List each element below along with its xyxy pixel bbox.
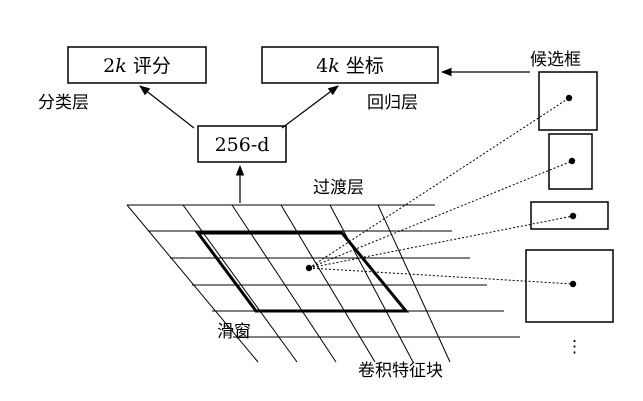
feature-vector-node: 256-d [197, 125, 287, 163]
arrow-to-cls [139, 85, 195, 129]
grid-col-2 [182, 204, 298, 363]
sliding-window [195, 231, 410, 313]
reg-coord-node: 4k 坐标 [261, 46, 439, 84]
grid-col-1 [126, 204, 259, 363]
conv-feature-map-label: 卷积特征块 [358, 361, 443, 381]
cls-score-box [67, 46, 207, 84]
reg-coord-box [261, 46, 439, 84]
anchor-box-3-rect [530, 201, 609, 230]
grid-col-5 [329, 204, 414, 363]
grid-col-6 [377, 204, 451, 363]
sliding-window-label: 滑窗 [217, 322, 251, 342]
anchor-box-4 [525, 249, 614, 323]
cls-layer-label: 分类层 [38, 93, 89, 113]
anchor-boxes-label: 候选框 [530, 50, 581, 70]
feature-vector-label: 256-d [215, 134, 270, 156]
anchor-box-2 [548, 133, 593, 190]
anchor-box-3 [530, 201, 609, 230]
dash-to-anchor-2 [308, 160, 573, 269]
anchor-box-4-rect [525, 249, 614, 323]
intermediate-layer-label: 过渡层 [313, 178, 364, 198]
arrow-to-reg [281, 85, 339, 129]
anchor-box-2-center [568, 157, 576, 165]
reg-layer-label: 回归层 [367, 93, 418, 113]
grid-col-3 [231, 204, 337, 363]
anchor-box-1-center [565, 94, 573, 102]
dash-to-anchor-3 [308, 215, 574, 269]
cls-score-label: 2k 评分 [103, 55, 171, 77]
grid-col-4 [280, 204, 376, 363]
reg-coord-label: 4k 坐标 [316, 55, 384, 77]
dash-to-anchor-4 [308, 267, 574, 285]
feature-map-grid [126, 204, 520, 363]
cls-score-node: 2k 评分 [67, 46, 207, 84]
feature-vector-box [197, 125, 287, 163]
ellipsis-label: ⋮ [566, 337, 583, 357]
anchor-box-1 [538, 71, 598, 131]
